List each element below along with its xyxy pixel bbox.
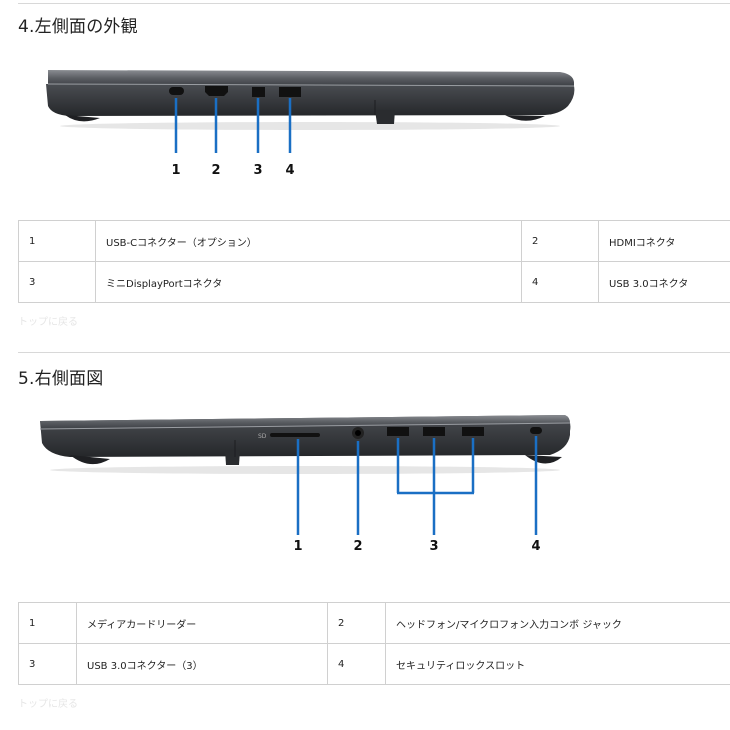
table-cell-label: USB 3.0コネクタ [598,261,730,303]
table-cell-label: HDMIコネクタ [598,220,730,262]
usb-3-port-icon [462,427,484,436]
table-row: 1 USB-Cコネクター（オプション） 2 HDMIコネクタ [18,220,730,262]
laptop-right-side-image: SD [39,415,571,535]
table-cell-num: 4 [521,261,599,303]
section-divider [18,352,730,353]
hdmi-port-icon [205,86,228,96]
audio-jack-icon [355,430,361,436]
table-cell-label: セキュリティロックスロット [385,643,730,685]
callout-1: 1 [293,539,303,554]
table-row: 1 メディアカードリーダー 2 ヘッドフォン/マイクロフォン入力コンボ ジャック [18,602,730,644]
table-cell-label: USB-Cコネクター（オプション） [95,220,522,262]
table-cell-num: 3 [18,261,96,303]
table-cell-label: メディアカードリーダー [76,602,328,644]
usb-3-port-icon [387,427,409,436]
table-cell-label: ヘッドフォン/マイクロフォン入力コンボ ジャック [385,602,730,644]
callout-2: 2 [211,163,221,178]
usb-c-port-icon [169,87,184,95]
table-cell-num: 3 [18,643,77,685]
usb-3-port-icon [423,427,445,436]
table-cell-label: USB 3.0コネクター（3） [76,643,328,685]
table-cell-num: 1 [18,220,96,262]
usb-3-port-icon [279,87,301,97]
callout-4: 4 [531,539,541,554]
table-row: 3 ミニDisplayPortコネクタ 4 USB 3.0コネクタ [18,261,730,303]
table-cell-num: 2 [521,220,599,262]
callout-2: 2 [353,539,363,554]
laptop-left-side-image [46,70,575,153]
callout-3: 3 [429,539,439,554]
top-divider [18,3,730,4]
card-reader-slot-icon [270,433,320,437]
back-to-top-link[interactable]: トップに戻る [18,317,78,328]
section-title-right-view: 5.右側面図 [18,369,104,389]
table-cell-num: 1 [18,602,77,644]
table-row: 3 USB 3.0コネクター（3） 4 セキュリティロックスロット [18,643,730,685]
callout-1: 1 [171,163,181,178]
right-view-spec-table: 1 メディアカードリーダー 2 ヘッドフォン/マイクロフォン入力コンボ ジャック… [18,602,730,685]
table-cell-label: ミニDisplayPortコネクタ [95,261,522,303]
table-cell-num: 4 [327,643,386,685]
section-title-left-view: 4.左側面の外観 [18,17,138,37]
table-cell-num: 2 [327,602,386,644]
back-to-top-link[interactable]: トップに戻る [18,699,78,710]
security-lock-slot-icon [530,427,542,434]
svg-text:SD: SD [258,433,267,440]
callout-4: 4 [285,163,295,178]
callout-3: 3 [253,163,263,178]
mini-displayport-icon [252,87,265,97]
left-view-spec-table: 1 USB-Cコネクター（オプション） 2 HDMIコネクタ 3 ミニDispl… [18,220,730,303]
